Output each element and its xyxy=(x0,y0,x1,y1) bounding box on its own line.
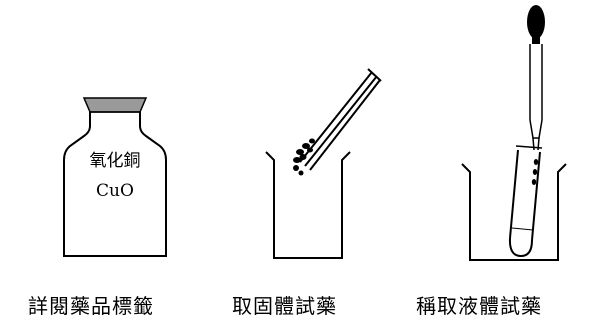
bottle-label-name: 氧化銅 xyxy=(90,151,141,171)
bottle-label-formula: CuO xyxy=(96,181,134,201)
reagent-bottle: 氧化銅 CuO xyxy=(63,97,167,257)
bottle-stopper xyxy=(82,97,148,113)
solid-reagent-setup xyxy=(265,68,382,259)
liquid-drops xyxy=(531,159,539,185)
beaker-2 xyxy=(461,163,567,261)
dropper-bulb xyxy=(527,5,545,39)
dropper-icon xyxy=(529,44,543,151)
beaker-1 xyxy=(265,151,351,259)
bottle-body xyxy=(63,112,167,257)
liquid-reagent-setup xyxy=(461,5,567,261)
tweezers-icon xyxy=(299,68,382,171)
caption-read-label: 詳閱藥品標籤 xyxy=(28,294,154,318)
solid-particles xyxy=(293,138,315,176)
caption-measure-liquid: 稱取液體試藥 xyxy=(416,294,542,318)
caption-take-solid: 取固體試藥 xyxy=(232,294,337,318)
test-tube-icon xyxy=(508,145,543,258)
